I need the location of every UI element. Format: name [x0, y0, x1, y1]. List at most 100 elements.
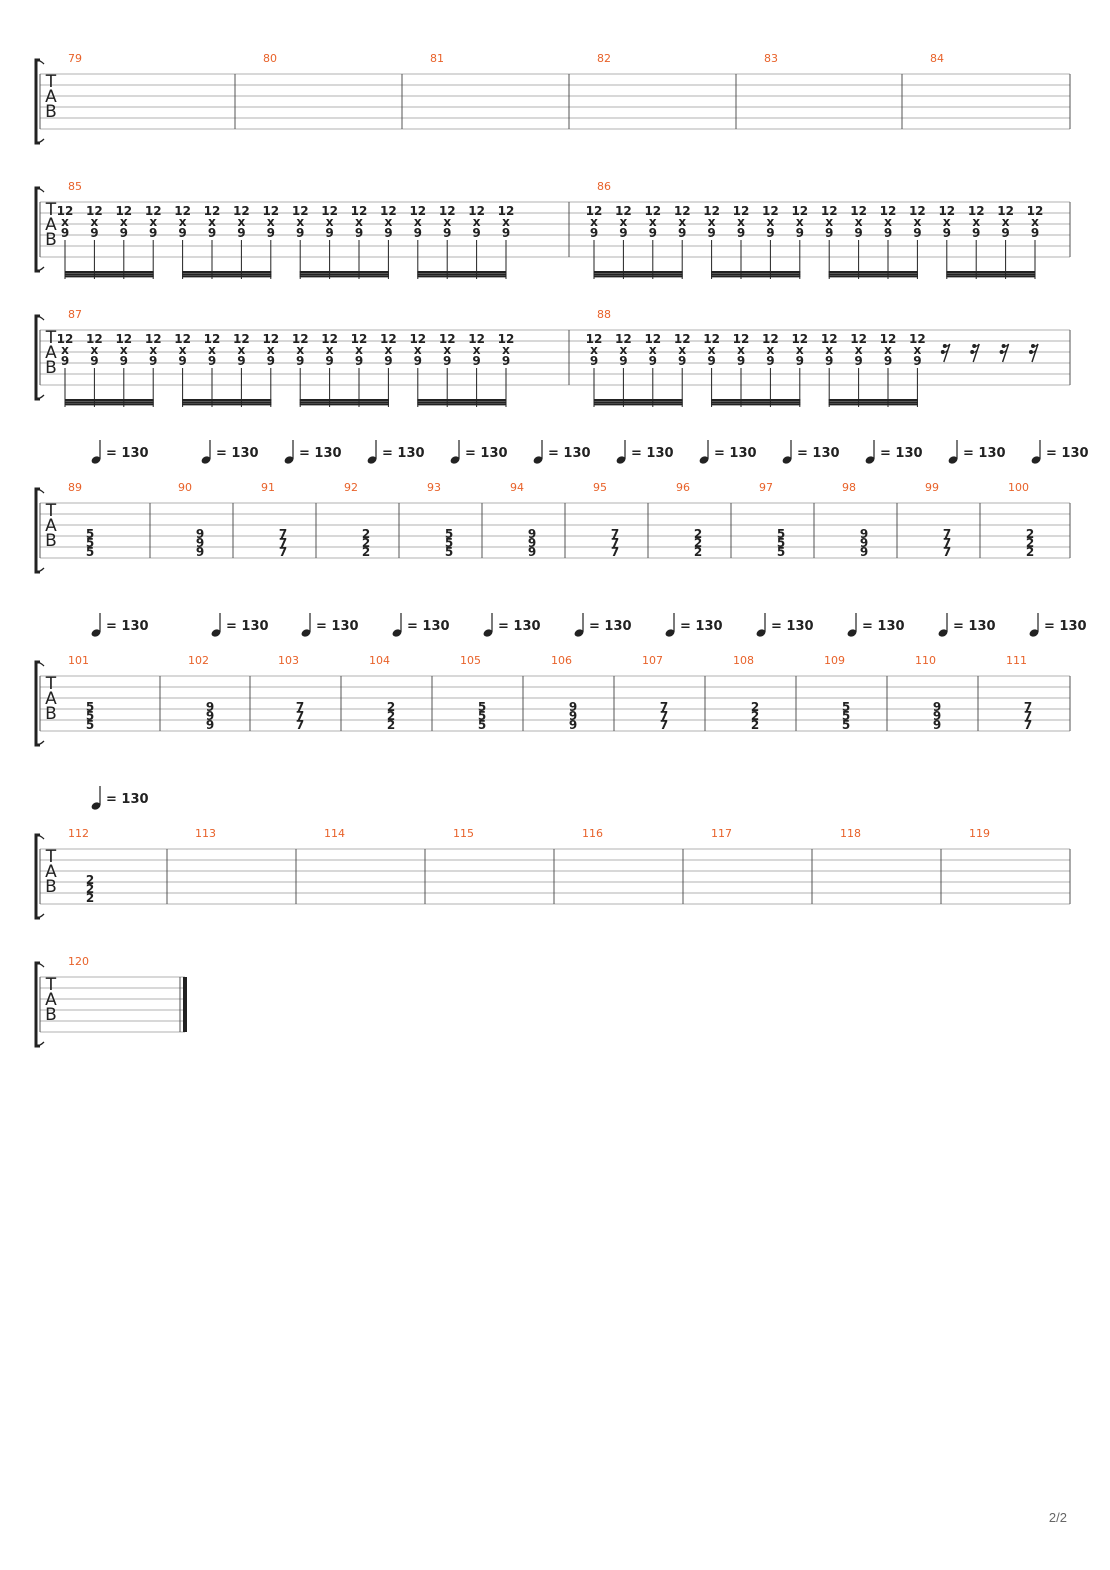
rest-flag [974, 343, 980, 347]
fret-number: 9 [178, 354, 186, 368]
measure-number: 89 [68, 481, 82, 494]
fret-number: 9 [443, 226, 451, 240]
tempo-value: = 130 [631, 446, 674, 461]
fret-number: 12 [644, 204, 661, 218]
measure-number: 109 [824, 654, 845, 667]
fret-number: 9 [619, 226, 627, 240]
fret-number: 7 [611, 527, 619, 541]
measure-number: 79 [68, 52, 82, 65]
muted-note: x [149, 343, 157, 357]
fret-number: 12 [733, 332, 750, 346]
quarter-note-icon [211, 629, 221, 637]
fret-number: 12 [762, 204, 779, 218]
fret-number: 12 [880, 332, 897, 346]
fret-number: 9 [766, 354, 774, 368]
fret-number: 12 [938, 204, 955, 218]
fret-number: 7 [611, 536, 619, 550]
measure-number: 113 [195, 827, 216, 840]
fret-number: 9 [796, 354, 804, 368]
muted-note: x [414, 343, 422, 357]
fret-number: 12 [145, 204, 162, 218]
tempo-value: = 130 [714, 446, 757, 461]
measure-number: 110 [915, 654, 936, 667]
fret-number: 12 [674, 332, 691, 346]
tempo-value: = 130 [216, 446, 259, 461]
fret-number: 12 [57, 332, 74, 346]
tab-clef-letter: B [45, 877, 57, 897]
fret-number: 9 [796, 226, 804, 240]
quarter-note-icon [616, 456, 626, 464]
fret-number: 9 [120, 354, 128, 368]
muted-note: x [914, 215, 922, 229]
fret-number: 9 [943, 226, 951, 240]
fret-number: 9 [237, 354, 245, 368]
fret-number: 9 [384, 354, 392, 368]
fret-number: 9 [206, 700, 214, 714]
fret-number: 12 [57, 204, 74, 218]
fret-number: 9 [325, 354, 333, 368]
system-bracket [34, 58, 40, 145]
bracket-hook [35, 187, 45, 193]
quarter-note-icon [948, 456, 958, 464]
tempo-value: = 130 [1044, 619, 1087, 634]
fret-number: 2 [1026, 545, 1034, 559]
fret-number: 12 [380, 332, 397, 346]
quarter-note-icon [665, 629, 675, 637]
fret-number: 5 [777, 536, 785, 550]
measure-number: 119 [969, 827, 990, 840]
measure-number: 106 [551, 654, 572, 667]
fret-number: 12 [292, 332, 309, 346]
measure-number: 85 [68, 180, 82, 193]
fret-number: 9 [590, 354, 598, 368]
fret-number: 9 [472, 226, 480, 240]
measure-number: 104 [369, 654, 390, 667]
tab-clef-letter: B [45, 230, 57, 250]
fret-number: 7 [296, 700, 304, 714]
tab-clef-letter: B [45, 1005, 57, 1025]
measure-number: 101 [68, 654, 89, 667]
tempo-value: = 130 [680, 619, 723, 634]
muted-note: x [267, 343, 275, 357]
bracket-hook [35, 315, 45, 321]
fret-number: 2 [86, 873, 94, 887]
tab-clef-letter: T [45, 72, 57, 92]
tempo-value: = 130 [226, 619, 269, 634]
muted-note: x [208, 343, 216, 357]
tab-clef-letter: T [45, 328, 57, 348]
fret-number: 9 [825, 354, 833, 368]
measure-number: 94 [510, 481, 524, 494]
fret-number: 9 [414, 226, 422, 240]
fret-number: 12 [145, 332, 162, 346]
fret-number: 5 [86, 545, 94, 559]
muted-note: x [502, 343, 510, 357]
fret-number: 9 [933, 718, 941, 732]
muted-note: x [620, 215, 628, 229]
fret-number: 2 [751, 718, 759, 732]
quarter-note-icon [756, 629, 766, 637]
fret-number: 9 [355, 354, 363, 368]
muted-note: x [972, 215, 980, 229]
measure-number: 102 [188, 654, 209, 667]
tab-clef-letter: T [45, 200, 57, 220]
fret-number: 12 [909, 204, 926, 218]
muted-note: x [355, 215, 363, 229]
fret-number: 12 [703, 332, 720, 346]
muted-note: x [91, 215, 99, 229]
muted-note: x [737, 343, 745, 357]
measure-number: 80 [263, 52, 277, 65]
tab-clef-letter: T [45, 975, 57, 995]
muted-note: x [355, 343, 363, 357]
fret-number: 7 [296, 718, 304, 732]
fret-number: 12 [439, 332, 456, 346]
measure-number: 99 [925, 481, 939, 494]
fret-number: 9 [569, 700, 577, 714]
fret-number: 9 [737, 226, 745, 240]
muted-note: x [943, 215, 951, 229]
muted-note: x [61, 343, 69, 357]
measure-number: 91 [261, 481, 275, 494]
fret-number: 9 [296, 226, 304, 240]
muted-note: x [796, 343, 804, 357]
quarter-note-icon [91, 802, 101, 810]
tempo-value: = 130 [963, 446, 1006, 461]
measure-number: 95 [593, 481, 607, 494]
